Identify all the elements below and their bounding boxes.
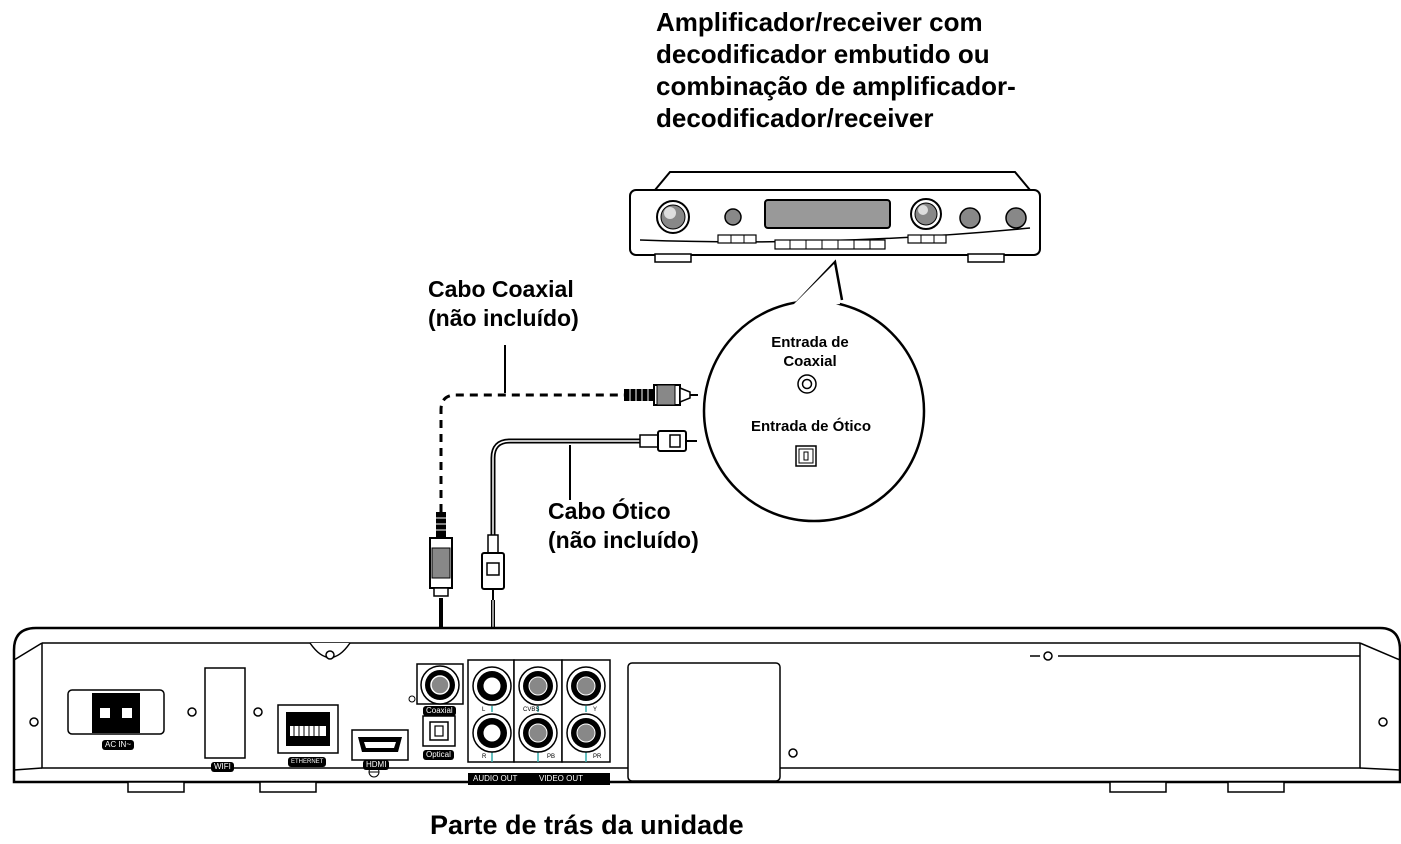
coaxial-input-label-line2: Coaxial (783, 353, 837, 370)
coaxial-plug-unit-icon (429, 512, 453, 597)
coaxial-input-icon (797, 374, 817, 394)
pb-label: PB (547, 754, 556, 760)
unit-rear-panel (12, 626, 1401, 793)
optical-plug-unit-icon (481, 534, 505, 600)
optical-cable-label-line2: (não incluído) (548, 527, 699, 553)
optical-input-icon (795, 445, 817, 467)
magnifier-bubble (702, 259, 926, 523)
cvbs-label: CVBS (523, 707, 540, 713)
coaxial-cable-label: Cabo Coaxial (não incluído) (428, 275, 579, 333)
coaxial-output-jack-icon (408, 663, 464, 705)
optical-plug-icon (639, 430, 697, 452)
coaxial-port-label: Coaxial (423, 706, 456, 716)
audio-l-jack-icon (472, 666, 512, 706)
y-label: Y (593, 707, 598, 713)
audio-l-label: L (482, 707, 486, 713)
tuning-knob-icon (910, 198, 942, 230)
volume-knob-icon (656, 200, 690, 234)
optical-cable-label-line1: Cabo Ótico (548, 498, 671, 524)
receiver-title-line3: combinação de amplificador- (656, 71, 1016, 101)
pb-jack-icon (518, 713, 558, 753)
optical-output-port-icon (422, 715, 456, 747)
receiver-title-line1: Amplificador/receiver com (656, 7, 983, 37)
coaxial-input-label: Entrada de Coaxial (758, 333, 862, 371)
receiver-illustration (629, 171, 1041, 263)
wifi-module-icon (204, 667, 246, 759)
receiver-display (764, 199, 891, 229)
ethernet-port-icon (277, 704, 339, 754)
wifi-label: WIFI (211, 762, 234, 772)
audio-out-label: AUDIO OUT (470, 774, 521, 784)
unit-title: Parte de trás da unidade (430, 810, 744, 840)
cvbs-jack-icon (518, 666, 558, 706)
receiver-buttons-icon (717, 207, 1027, 250)
receiver-title-line4: decodificador/receiver (656, 103, 934, 133)
coaxial-cable (429, 345, 698, 676)
ac-in-socket-icon (67, 689, 165, 735)
y-jack-icon (566, 666, 606, 706)
ac-in-label: AC IN~ (102, 740, 135, 750)
small-knob-icon (724, 208, 742, 226)
coaxial-cable-label-line1: Cabo Coaxial (428, 276, 574, 302)
receiver-title-line2: decodificador embutido ou (656, 39, 990, 69)
av-output-block (467, 659, 611, 785)
audio-r-label: R (482, 754, 487, 760)
blank-panel (627, 662, 781, 782)
optical-cable-label: Cabo Ótico (não incluído) (548, 497, 699, 555)
receiver-title: Amplificador/receiver com decodificador … (656, 6, 1176, 134)
audio-r-jack-icon (472, 713, 512, 753)
hdmi-port-icon (351, 729, 409, 778)
coaxial-cable-label-line2: (não incluído) (428, 305, 579, 331)
pr-label: PR (593, 754, 602, 760)
pr-jack-icon (566, 713, 606, 753)
hdmi-label: HDMI (363, 760, 390, 770)
optical-input-label: Entrada de Ótico (750, 418, 872, 435)
coaxial-input-label-line1: Entrada de (771, 334, 849, 351)
optical-port-label: Optical (423, 750, 454, 760)
coaxial-plug-icon (624, 384, 698, 406)
ethernet-label: ETHERNET (288, 757, 327, 767)
video-out-label: VIDEO OUT (536, 774, 587, 784)
